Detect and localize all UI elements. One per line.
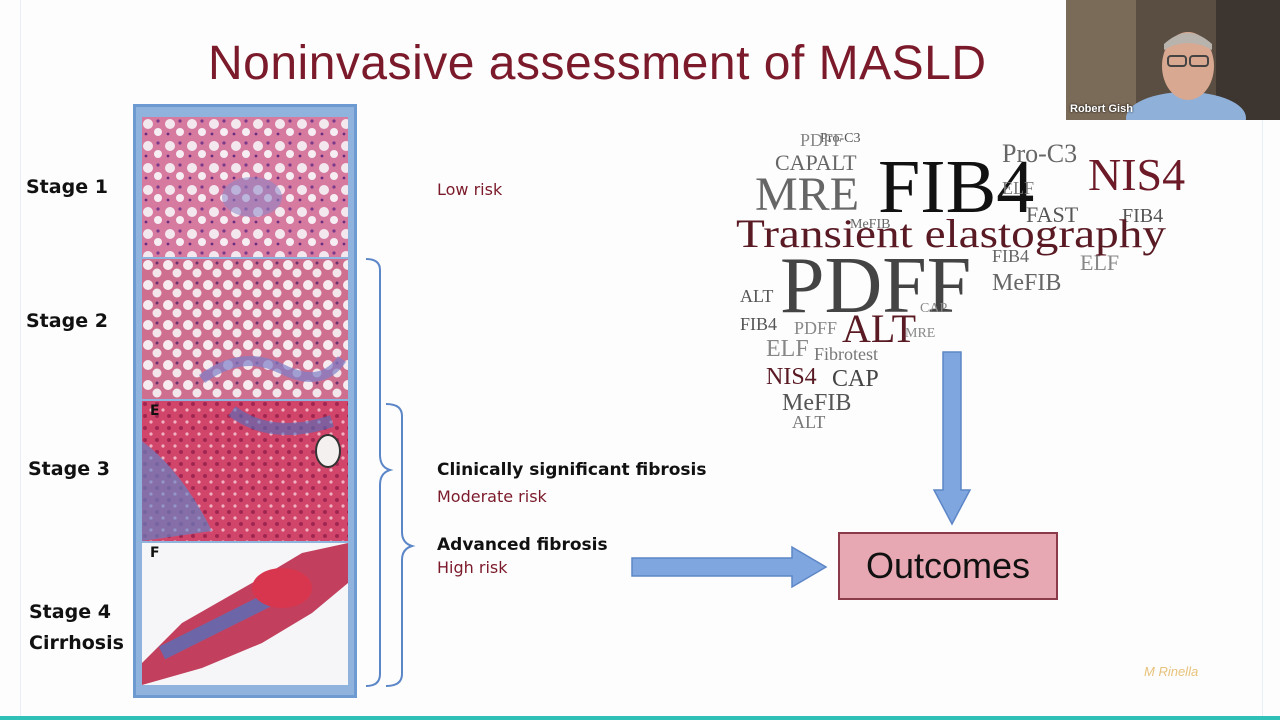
cloud-word-mefib-small: MeFIB bbox=[850, 217, 890, 232]
low-risk-label: Low risk bbox=[437, 180, 503, 199]
cloud-word-alt-bottom: ALT bbox=[792, 412, 825, 432]
cloud-word-mre: MRE bbox=[755, 168, 859, 221]
stage-brackets bbox=[365, 258, 416, 687]
cloud-word-fast: FAST bbox=[1026, 202, 1079, 227]
cloud-word-fib4-left: FIB4 bbox=[740, 314, 777, 334]
stage-2-label: Stage 2 bbox=[26, 310, 108, 332]
cloud-word-alt-small: ALT bbox=[740, 286, 773, 306]
stage-4-label: Stage 4 bbox=[29, 601, 111, 623]
cloud-word-pdff-large: PDFF bbox=[780, 242, 971, 330]
slide-edge-right bbox=[1262, 0, 1263, 720]
cirrhosis-label: Cirrhosis bbox=[29, 632, 124, 654]
biomarker-word-cloud: Pro-C3 PDFF CAPALT FIB4 Pro-C3 NIS4 MRE … bbox=[736, 130, 1185, 432]
cloud-word-pdff-left: PDFF bbox=[794, 318, 837, 338]
cloud-word-nis4-large: NIS4 bbox=[1088, 149, 1185, 200]
stage-3-label: Stage 3 bbox=[28, 458, 110, 480]
cloud-word-elf-left: ELF bbox=[766, 336, 809, 362]
histology-image-stack: E F bbox=[133, 104, 357, 698]
cloud-word-cap-small: CAP bbox=[920, 301, 947, 316]
bottom-progress-bar bbox=[0, 716, 1280, 720]
cloud-word-fib4-small: FIB4 bbox=[1122, 205, 1163, 227]
stage-1-label: Stage 1 bbox=[26, 176, 108, 198]
participant-video-feed bbox=[1066, 0, 1280, 120]
slide-edge-left bbox=[20, 0, 21, 720]
histology-stage-1-image bbox=[142, 117, 348, 257]
arrow-down-icon bbox=[932, 351, 972, 526]
cloud-word-cap: CAP bbox=[832, 366, 879, 392]
high-risk-label: High risk bbox=[437, 558, 508, 577]
histology-stage-2-image bbox=[142, 259, 348, 399]
cloud-word-fibrotest: Fibrotest bbox=[814, 344, 878, 364]
cloud-word-pro-c3-small: Pro-C3 bbox=[820, 131, 860, 146]
cloud-word-alt-large: ALT bbox=[842, 306, 916, 351]
significant-fibrosis-label: Clinically significant fibrosis bbox=[437, 460, 707, 480]
cloud-word-mefib-left: MeFIB bbox=[782, 390, 851, 416]
cloud-word-mefib: MeFIB bbox=[992, 270, 1061, 296]
histology-stage-4-image: F bbox=[142, 543, 348, 685]
arrow-right-icon bbox=[631, 545, 828, 589]
cloud-word-pdff-small: PDFF bbox=[800, 130, 843, 150]
participant-name: Robert Gish bbox=[1070, 103, 1133, 115]
participant-video-tile[interactable]: Robert Gish bbox=[1066, 0, 1280, 120]
outcomes-box: Outcomes bbox=[838, 532, 1058, 600]
slide-title: Noninvasive assessment of MASLD bbox=[208, 37, 987, 90]
panel-letter-f: F bbox=[150, 545, 160, 561]
advanced-fibrosis-label: Advanced fibrosis bbox=[437, 535, 608, 555]
cloud-word-mre-small: MRE bbox=[905, 326, 935, 341]
cloud-word-nis4-left: NIS4 bbox=[766, 364, 817, 390]
cloud-word-fib4-mid: FIB4 bbox=[992, 246, 1029, 266]
moderate-risk-label: Moderate risk bbox=[437, 487, 547, 506]
cloud-word-transient-elastography: Transient elastography bbox=[736, 211, 1166, 256]
panel-letter-e: E bbox=[150, 403, 160, 419]
histology-stage-3-image: E bbox=[142, 401, 348, 541]
slide-credit: M Rinella bbox=[1144, 664, 1199, 679]
cloud-word-fib4-large: FIB4 bbox=[878, 145, 1034, 229]
cloud-word-pro-c3: Pro-C3 bbox=[1002, 139, 1077, 168]
cloud-word-capalt: CAPALT bbox=[775, 150, 857, 175]
cloud-word-elf-small: ELF bbox=[1002, 178, 1034, 198]
cloud-word-elf: ELF bbox=[1080, 250, 1119, 275]
